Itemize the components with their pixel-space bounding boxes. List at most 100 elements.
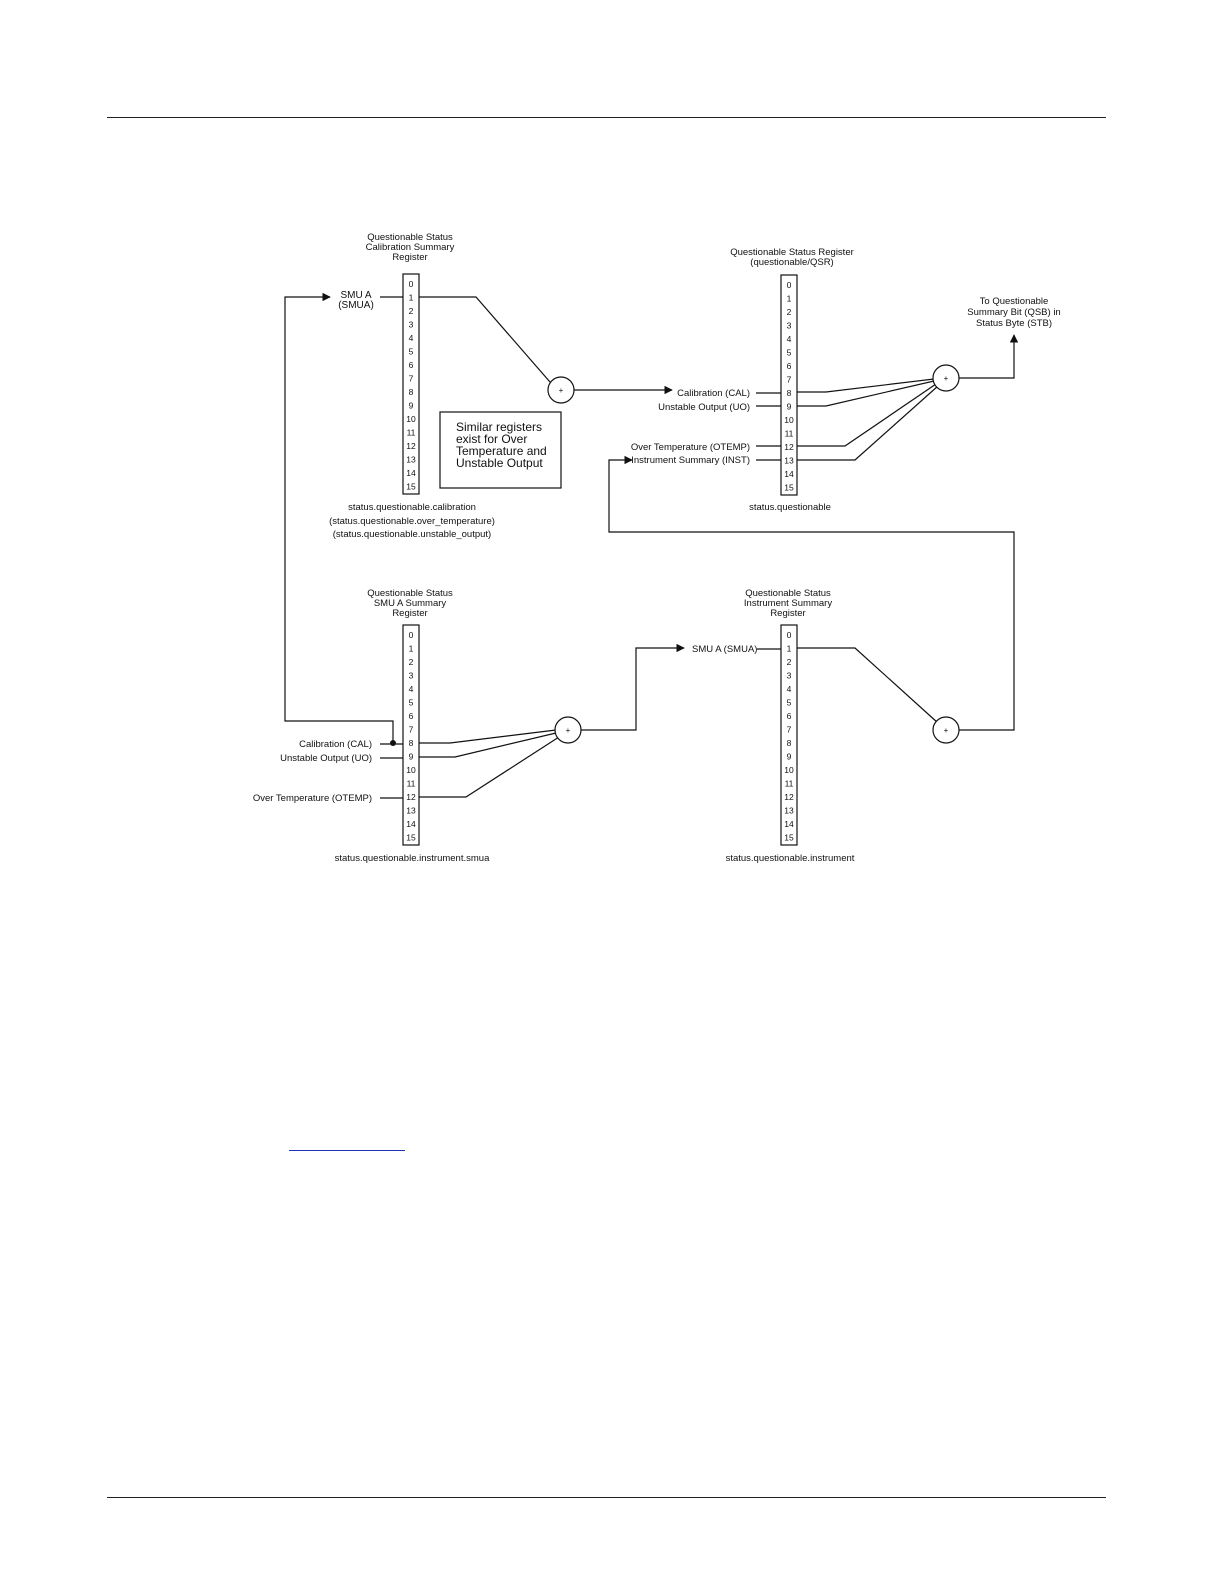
qsr-bit13-to-or	[797, 385, 939, 461]
calibration-register-bit-12: 12	[406, 441, 416, 451]
smua-label-cal: Calibration (CAL)	[299, 739, 372, 750]
calibration-register-bit-15: 15	[406, 482, 416, 492]
calibration-register-bit-0: 0	[409, 279, 414, 289]
note-box	[439, 411, 562, 489]
hyperlink-underline[interactable]	[289, 1150, 405, 1151]
smua-register-bit-8: 8	[409, 738, 414, 748]
instrument-register-bit-13: 13	[784, 806, 794, 816]
instrument-register-title-1: Questionable Status	[745, 588, 831, 599]
note-line-1: Similar registers	[456, 420, 542, 434]
smua-register-bit-14: 14	[406, 819, 416, 829]
calibration-register-title-1: Questionable Status	[367, 232, 453, 243]
instrument-register-bit-15: 15	[784, 833, 794, 843]
smua-register-title-3: Register	[392, 608, 427, 619]
calibration-register-bit-13: 13	[406, 455, 416, 465]
instrument-register-bit-4: 4	[787, 684, 792, 694]
qsr-register-bit-13: 13	[784, 456, 794, 466]
calibration-input-label-2: (SMUA)	[338, 300, 374, 311]
qsr-label-uo: Unstable Output (UO)	[658, 402, 750, 413]
calibration-register-bit-8: 8	[409, 387, 414, 397]
instrument-register-caption: status.questionable.instrument	[726, 853, 855, 864]
qsb-output-label-1: To Questionable	[980, 296, 1049, 307]
instrument-register-bit-12: 12	[784, 792, 794, 802]
qsr-register-bit-2: 2	[787, 307, 792, 317]
qsr-register-bit-5: 5	[787, 348, 792, 358]
qsr-register-bit-9: 9	[787, 402, 792, 412]
instrument-register-bit-0: 0	[787, 630, 792, 640]
instrument-register-bit-11: 11	[785, 779, 794, 789]
smua-register-frame	[402, 624, 420, 846]
instrument-register-bit-10: 10	[784, 765, 794, 775]
smua-register-bit-7: 7	[409, 725, 414, 735]
instrument-register-bit-9: 9	[787, 752, 792, 762]
qsr-register-title-2: (questionable/QSR)	[750, 257, 833, 268]
instrument-register-bit-5: 5	[787, 698, 792, 708]
instrument-register-bit-7: 7	[787, 725, 792, 735]
smua-label-uo: Unstable Output (UO)	[280, 753, 372, 764]
or-gate-qsr-symbol: +	[944, 374, 949, 383]
or-gate-smua-symbol: +	[566, 726, 571, 735]
instrument-register-title-3: Register	[770, 608, 805, 619]
calibration-register-caption-3: (status.questionable.unstable_output)	[333, 529, 491, 540]
calibration-register-bit-3: 3	[409, 320, 414, 330]
smua-register-bit-12: 12	[406, 792, 416, 802]
calibration-register-bit-1: 1	[409, 293, 414, 303]
smua-or-to-instrument-arrow	[581, 643, 685, 731]
calibration-input-label-1: SMU A	[340, 290, 371, 301]
qsr-register-bit-12: 12	[784, 442, 794, 452]
smua-bit12-to-or	[419, 736, 560, 798]
smua-register-bit-0: 0	[409, 630, 414, 640]
calibration-register-bit-6: 6	[409, 360, 414, 370]
header-rule	[107, 117, 1106, 118]
qsr-register-bit-3: 3	[787, 321, 792, 331]
smua-register-bit-13: 13	[406, 806, 416, 816]
qsr-register-bit-7: 7	[787, 375, 792, 385]
instrument-register-bit-8: 8	[787, 738, 792, 748]
calibration-register-title-3: Register	[392, 252, 427, 263]
or-gate-instrument-symbol: +	[944, 726, 949, 735]
qsb-output-label-3: Status Byte (STB)	[976, 318, 1052, 329]
calibration-bit1-to-or-line	[419, 296, 551, 383]
instrument-register-frame	[780, 624, 798, 846]
qsr-register-caption: status.questionable	[749, 502, 831, 513]
instrument-register-bit-14: 14	[784, 819, 794, 829]
qsr-bit12-to-or	[797, 383, 937, 447]
qsr-register-bit-0: 0	[787, 280, 792, 290]
instrument-register-bit-6: 6	[787, 711, 792, 721]
smua-register-title-2: SMU A Summary	[374, 598, 447, 609]
smua-register-bit-4: 4	[409, 684, 414, 694]
calibration-register-title-2: Calibration Summary	[366, 242, 455, 253]
smua-register-bit-1: 1	[409, 644, 414, 654]
smua-register-bit-2: 2	[409, 657, 414, 667]
smua-register-bit-15: 15	[406, 833, 416, 843]
qsr-label-otemp: Over Temperature (OTEMP)	[631, 442, 750, 453]
smua-bit9-to-or	[419, 732, 557, 758]
smua-register-bit-5: 5	[409, 698, 414, 708]
calibration-register-bit-9: 9	[409, 401, 414, 411]
qsr-register-bit-1: 1	[787, 294, 792, 304]
smua-register-bit-10: 10	[406, 765, 416, 775]
note-line-4: Unstable Output	[456, 456, 543, 470]
qsr-register-bit-15: 15	[784, 483, 794, 493]
qsr-register-bit-6: 6	[787, 361, 792, 371]
qsb-output-label-2: Summary Bit (QSB) in	[967, 307, 1060, 318]
qsr-bit9-to-or	[797, 380, 935, 407]
instrument-register-title-2: Instrument Summary	[744, 598, 832, 609]
smua-cal-to-calibration-feedback	[284, 292, 394, 743]
calibration-register-caption-2: (status.questionable.over_temperature)	[329, 516, 495, 527]
instrument-register-bit-3: 3	[787, 671, 792, 681]
calibration-register-bit-4: 4	[409, 333, 414, 343]
qsr-register-bit-10: 10	[784, 415, 794, 425]
calibration-register-bit-5: 5	[409, 347, 414, 357]
smua-register-title-1: Questionable Status	[367, 588, 453, 599]
smua-register-bit-11: 11	[407, 779, 416, 789]
qsr-register-bit-4: 4	[787, 334, 792, 344]
calibration-register-caption-1: status.questionable.calibration	[348, 502, 476, 513]
instrument-bit1-to-or	[797, 647, 939, 724]
qsr-register-bit-8: 8	[787, 388, 792, 398]
